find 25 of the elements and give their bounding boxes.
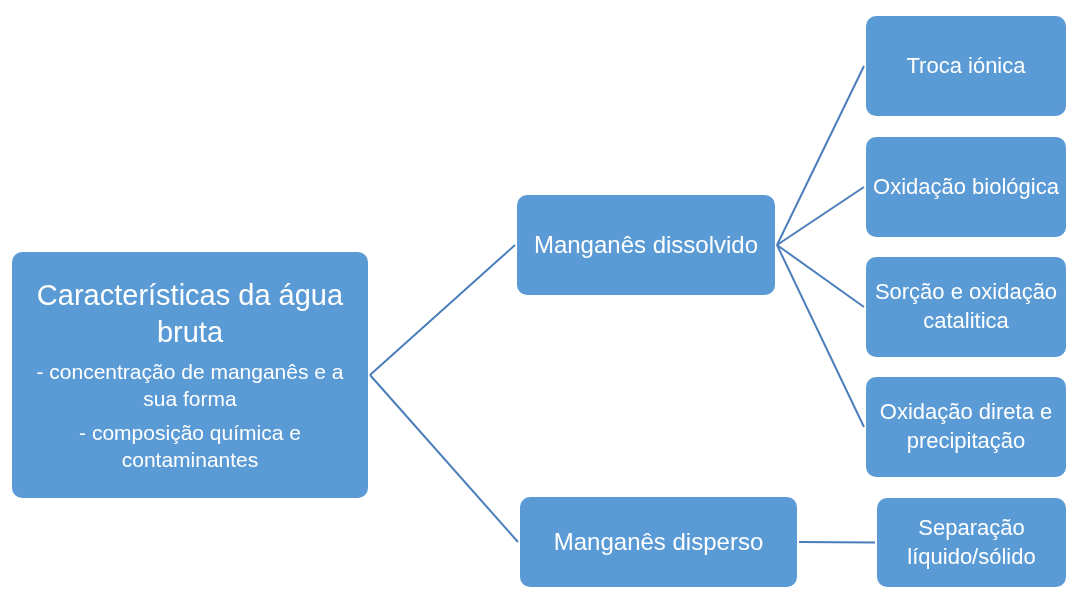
method-box: [866, 377, 1066, 477]
box-text: - composição química e contaminantes: [78, 419, 302, 473]
method-box: [866, 137, 1066, 237]
connector-line: [369, 244, 516, 376]
connector-line: [798, 541, 876, 544]
box-title: Oxidação biológica: [873, 172, 1059, 201]
process-box: [520, 497, 797, 587]
process-box: [517, 195, 775, 295]
box-title: Manganês dissolvido: [533, 230, 759, 261]
box-title: Características da água bruta: [35, 277, 345, 351]
connector-line: [776, 186, 865, 246]
box-text: - concentração de manganês e a sua forma: [35, 359, 345, 413]
method-box: [877, 498, 1066, 587]
method-box: [866, 257, 1066, 357]
connector-line: [369, 374, 519, 543]
box-title: Oxidação direta e precipitação: [878, 398, 1054, 455]
box-title: Manganês disperso: [553, 527, 764, 558]
box-title: Troca iónica: [906, 51, 1026, 80]
connector-line: [776, 65, 865, 246]
method-box: [866, 16, 1066, 116]
connector-line: [776, 244, 865, 308]
connector-line: [776, 244, 865, 428]
root-box: [12, 252, 368, 498]
box-title: Separação líquido/sólido: [906, 513, 1037, 571]
box-title: Sorção e oxidação catalitica: [873, 278, 1059, 335]
